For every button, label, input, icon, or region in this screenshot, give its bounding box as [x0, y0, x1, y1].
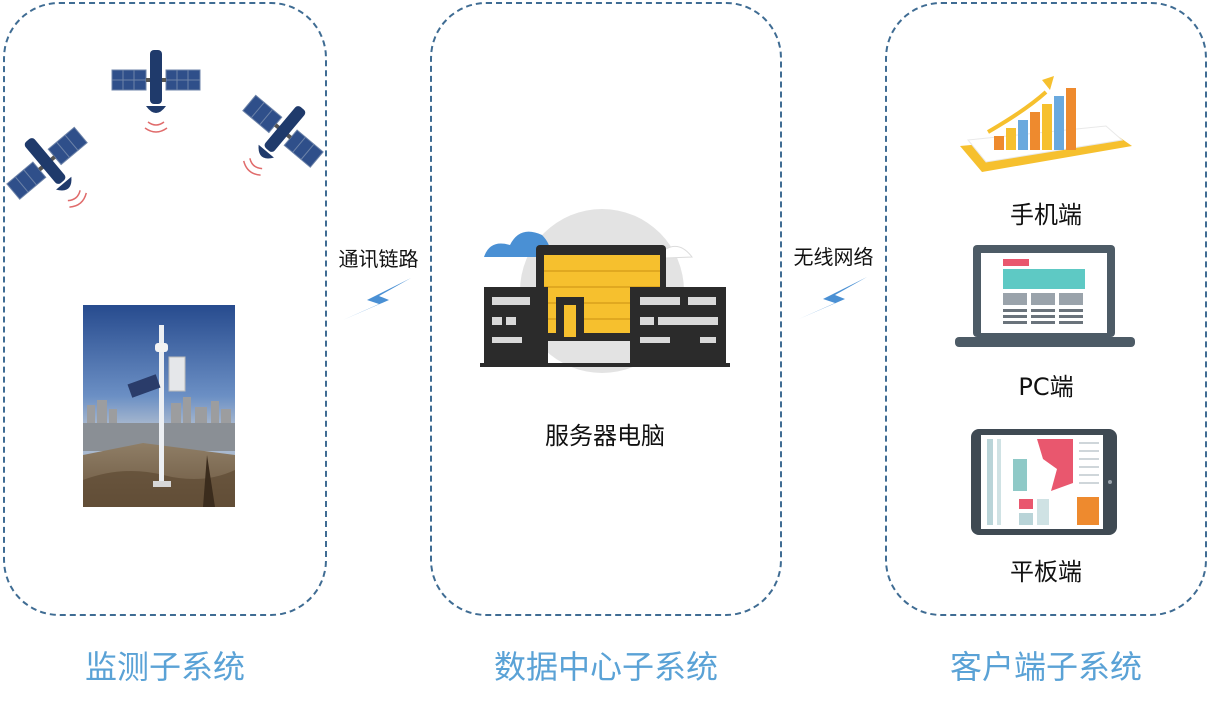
pc-client-label: PC端: [1018, 373, 1074, 401]
tablet-icon: [971, 429, 1117, 535]
laptop-icon: [955, 245, 1135, 347]
comm-link-label: 通讯链路: [338, 247, 419, 271]
server-label: 服务器电脑: [545, 422, 665, 450]
satellite-icon: [242, 94, 324, 176]
lightning-bolt-icon: [343, 278, 411, 320]
satellite-icon: [6, 126, 88, 208]
datacenter-panel: [430, 2, 782, 616]
monitoring-panel: [3, 2, 327, 616]
lightning-bolt-icon: [799, 277, 867, 319]
monitoring-panel-title: 监测子系统: [84, 648, 245, 686]
server-computer-icon: [480, 209, 730, 373]
client-panel-title: 客户端子系统: [949, 648, 1142, 686]
tablet-client-label: 平板端: [1010, 558, 1082, 586]
datacenter-panel-title: 数据中心子系统: [493, 648, 718, 686]
satellite-icon: [111, 50, 201, 133]
mobile-client-label: 手机端: [1010, 201, 1082, 229]
wireless-network-label: 无线网络: [793, 245, 874, 269]
client-panel: [885, 2, 1207, 616]
mobile-chart-icon: [960, 76, 1132, 172]
monitoring-station-photo: [83, 305, 235, 507]
